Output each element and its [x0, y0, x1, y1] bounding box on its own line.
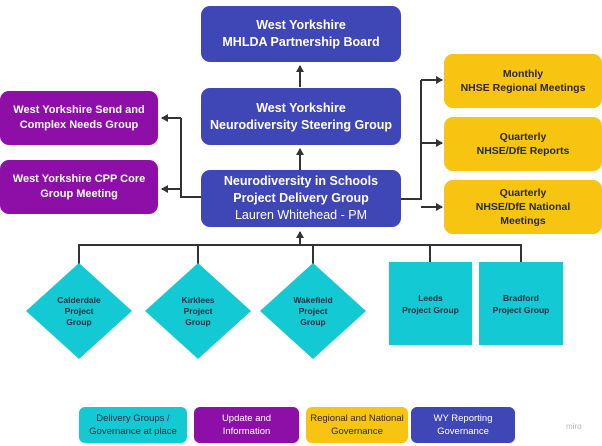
send-complex-needs-group-node[interactable]: West Yorkshire Send and Complex Needs Gr…: [0, 91, 158, 145]
node-label-line3: Group: [300, 316, 326, 327]
mhlda-partnership-board-node[interactable]: West Yorkshire MHLDA Partnership Board: [201, 6, 401, 62]
node-title: West Yorkshire: [256, 18, 346, 32]
node-label-line2: Group Meeting: [40, 188, 118, 200]
node-subtitle: Neurodiversity Steering Group: [210, 117, 392, 132]
quarterly-nhse-dfe-national-node[interactable]: Quarterly NHSE/DfE National Meetings: [444, 180, 602, 234]
node-label-line1: Monthly: [502, 68, 544, 80]
legend-label-line2: Governance: [437, 426, 489, 437]
node-label-line1: Quarterly: [499, 187, 547, 199]
node-label-line1: Calderdale: [57, 294, 101, 305]
monthly-nhse-regional-node[interactable]: Monthly NHSE Regional Meetings: [444, 54, 602, 108]
connector-delivery-to-left: [180, 118, 201, 198]
node-label-line2: Project: [298, 305, 328, 316]
node-lead: Lauren Whitehead - PM: [234, 208, 367, 222]
node-label-line3: Meetings: [500, 215, 546, 227]
node-label-line2: Project Group: [402, 304, 459, 315]
node-label-line1: West Yorkshire CPP Core: [12, 173, 146, 185]
node-label-line2: Project Group: [492, 304, 550, 315]
diamond-shape: [260, 263, 366, 359]
node-subtitle: Project Delivery Group: [233, 191, 369, 205]
project-delivery-group-node[interactable]: Neurodiversity in Schools Project Delive…: [201, 170, 401, 227]
miro-watermark: miro: [566, 422, 582, 431]
node-title: West Yorkshire: [256, 100, 346, 115]
legend-label-line1: Regional and National: [310, 413, 404, 424]
calderdale-project-group-node[interactable]: Calderdale Project Group: [26, 263, 132, 359]
legend-label-line2: Information: [222, 426, 271, 437]
node-label-line3: Group: [66, 316, 92, 327]
node-label-line1: Wakefield: [293, 294, 333, 305]
node-label-line3: Group: [185, 316, 211, 327]
quarterly-nhse-dfe-reports-node[interactable]: Quarterly NHSE/DfE Reports: [444, 117, 602, 171]
node-label-line2: NHSE/DfE Reports: [476, 145, 570, 157]
diamond-shape: [145, 263, 251, 359]
node-label-line1: Leeds: [418, 292, 443, 303]
legend-update-information: Update and Information: [194, 407, 299, 443]
legend-delivery-place: Delivery Groups / Governance at place: [79, 407, 187, 443]
node-label-line2: NHSE Regional Meetings: [460, 82, 586, 94]
legend-wy-reporting: WY Reporting Governance: [411, 407, 515, 443]
bradford-project-group-node[interactable]: Bradford Project Group: [479, 262, 563, 345]
legend-regional-national: Regional and National Governance: [306, 407, 408, 443]
node-label-line1: Kirklees: [181, 294, 215, 305]
node-label-line2: NHSE/DfE National: [475, 201, 571, 213]
wakefield-project-group-node[interactable]: Wakefield Project Group: [260, 263, 366, 359]
cpp-core-group-node[interactable]: West Yorkshire CPP Core Group Meeting: [0, 160, 158, 214]
diamond-shape: [26, 263, 132, 359]
neurodiversity-steering-group-node[interactable]: West Yorkshire Neurodiversity Steering G…: [201, 88, 401, 145]
node-label-line2: Project: [183, 305, 213, 316]
node-label-line1: Bradford: [503, 292, 539, 303]
leeds-project-group-node[interactable]: Leeds Project Group: [389, 262, 472, 345]
node-subtitle: MHLDA Partnership Board: [222, 35, 380, 49]
node-title: Neurodiversity in Schools: [223, 174, 379, 188]
node-label-line2: Complex Needs Group: [19, 119, 139, 131]
legend-label-line2: Governance at place: [89, 426, 177, 437]
node-label-line2: Project: [64, 305, 94, 316]
legend-label-line1: Delivery Groups /: [96, 413, 170, 424]
node-label-line1: West Yorkshire Send and: [13, 104, 145, 116]
legend-label-line2: Governance: [331, 426, 383, 437]
connector-delivery-to-right: [401, 80, 422, 200]
node-label-line1: Quarterly: [499, 131, 547, 143]
legend-label-line1: Update and: [221, 413, 272, 424]
legend-label-line1: WY Reporting: [433, 413, 493, 424]
kirklees-project-group-node[interactable]: Kirklees Project Group: [145, 263, 251, 359]
